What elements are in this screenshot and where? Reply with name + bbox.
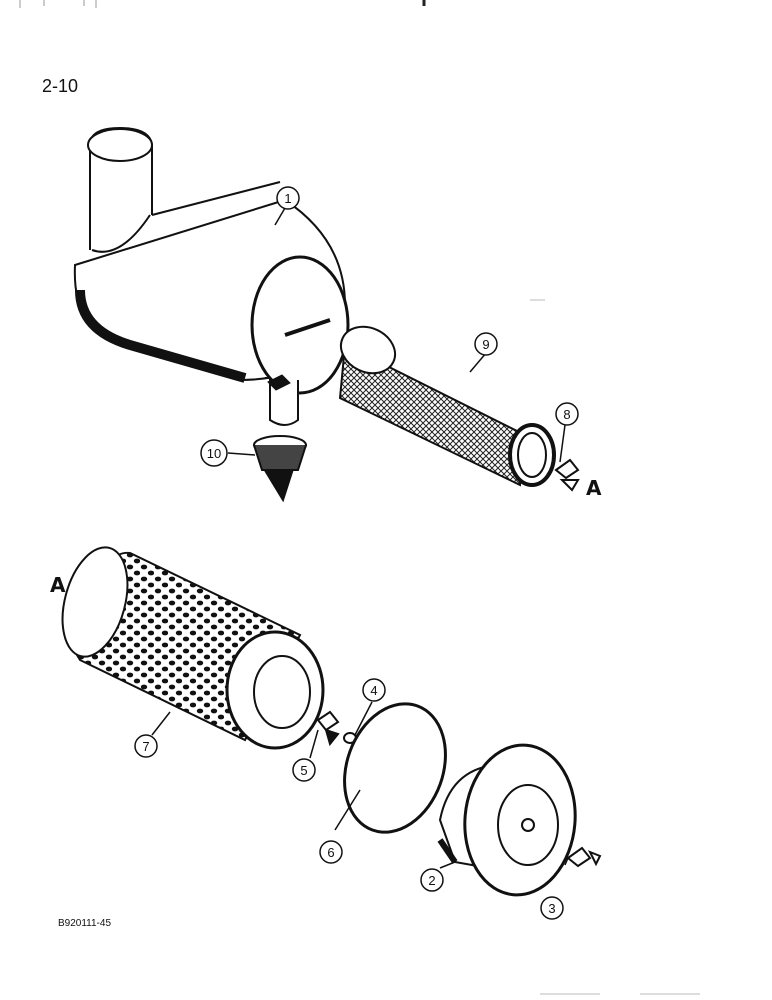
callout-3: 3 [540, 896, 564, 920]
figure-code: B920111-45 [58, 918, 112, 929]
scan-marks-bottom [530, 299, 700, 995]
callout-4: 4 [362, 678, 386, 702]
dust-valve-icon [253, 435, 307, 503]
callout-label: 2 [428, 873, 435, 888]
view-marker-a: A [586, 476, 602, 500]
page-number: 2-10 [42, 76, 79, 96]
callout-9: 9 [474, 332, 498, 356]
callout-label: 9 [482, 337, 489, 352]
wing-nut-icon [554, 458, 580, 492]
view-marker-a: A [50, 573, 66, 597]
callout-label: 7 [142, 739, 149, 754]
outer-filter-element-icon [61, 546, 325, 750]
callout-label: 3 [548, 901, 555, 916]
inner-filter-element-icon [338, 325, 556, 487]
callout-label: 4 [370, 683, 377, 698]
wing-nut-icon [316, 710, 340, 747]
callout-2: 2 [420, 868, 444, 892]
wing-nut-icon [566, 846, 602, 868]
callout-10: 10 [200, 439, 228, 467]
callout-7: 7 [134, 734, 158, 758]
callout-label: 5 [300, 763, 307, 778]
callout-5: 5 [292, 758, 316, 782]
scan-marks [19, 0, 426, 8]
end-cover-icon [437, 743, 577, 897]
seal-ring-icon [343, 702, 447, 834]
callout-6: 6 [319, 840, 343, 864]
callout-label: 1 [284, 191, 291, 206]
callout-label: 10 [207, 446, 221, 461]
callout-1: 1 [276, 186, 300, 210]
callout-label: 8 [563, 407, 570, 422]
air-cleaner-housing-icon [73, 126, 350, 426]
callout-8: 8 [555, 402, 579, 426]
callout-label: 6 [327, 845, 334, 860]
